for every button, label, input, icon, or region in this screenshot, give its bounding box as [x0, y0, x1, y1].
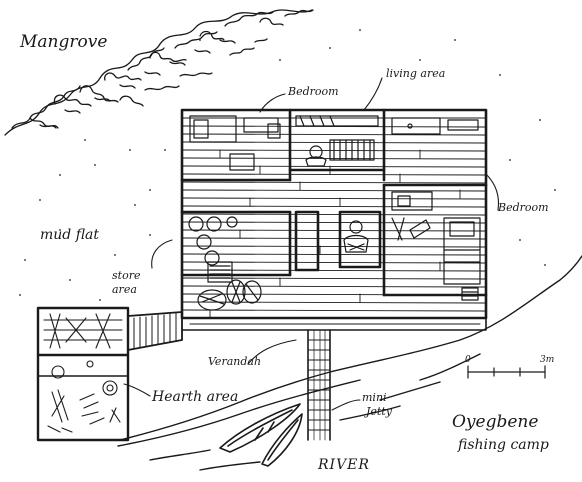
label-camp-name-line1: Oyegbene — [452, 412, 539, 432]
label-bedroom-top: Bedroom — [288, 85, 339, 98]
label-mini-jetty-line2: Jetty — [366, 405, 392, 418]
riverbank — [117, 255, 582, 471]
right-bedroom-furniture — [391, 191, 481, 301]
label-hearth-area: Hearth area — [152, 389, 239, 405]
store-area-items — [188, 216, 262, 311]
hearth-hut-details — [43, 313, 123, 433]
label-camp-name-line2: fishing camp — [458, 437, 549, 453]
label-living-area: living area — [386, 67, 446, 80]
label-mud-flat: mud flat — [40, 227, 100, 243]
label-store-area-line1: store — [112, 269, 141, 282]
scale-label-end: 3m — [540, 355, 555, 365]
label-store-area-line2: area — [112, 283, 137, 296]
label-river: RIVER — [318, 457, 370, 473]
living-area-furniture — [295, 115, 379, 167]
label-mini-jetty-line1: mini — [362, 391, 387, 404]
verandah-walkway — [127, 311, 487, 351]
right-top-furniture — [391, 117, 479, 135]
mud-flat-speckles — [19, 29, 556, 301]
hearth-hut — [36, 306, 130, 442]
scale-label-zero: 0 — [465, 355, 471, 365]
leader-lines — [123, 77, 500, 411]
scale-bar — [467, 365, 546, 379]
mini-jetty — [307, 329, 331, 441]
canoes — [219, 403, 303, 467]
label-mangrove: Mangrove — [20, 32, 108, 52]
label-verandah: Verandah — [208, 355, 262, 368]
label-bedroom-right: Bedroom — [498, 201, 549, 214]
mangrove-canopy — [4, 9, 314, 136]
bedroom-top-furniture — [189, 115, 281, 171]
seated-figure — [343, 220, 369, 253]
